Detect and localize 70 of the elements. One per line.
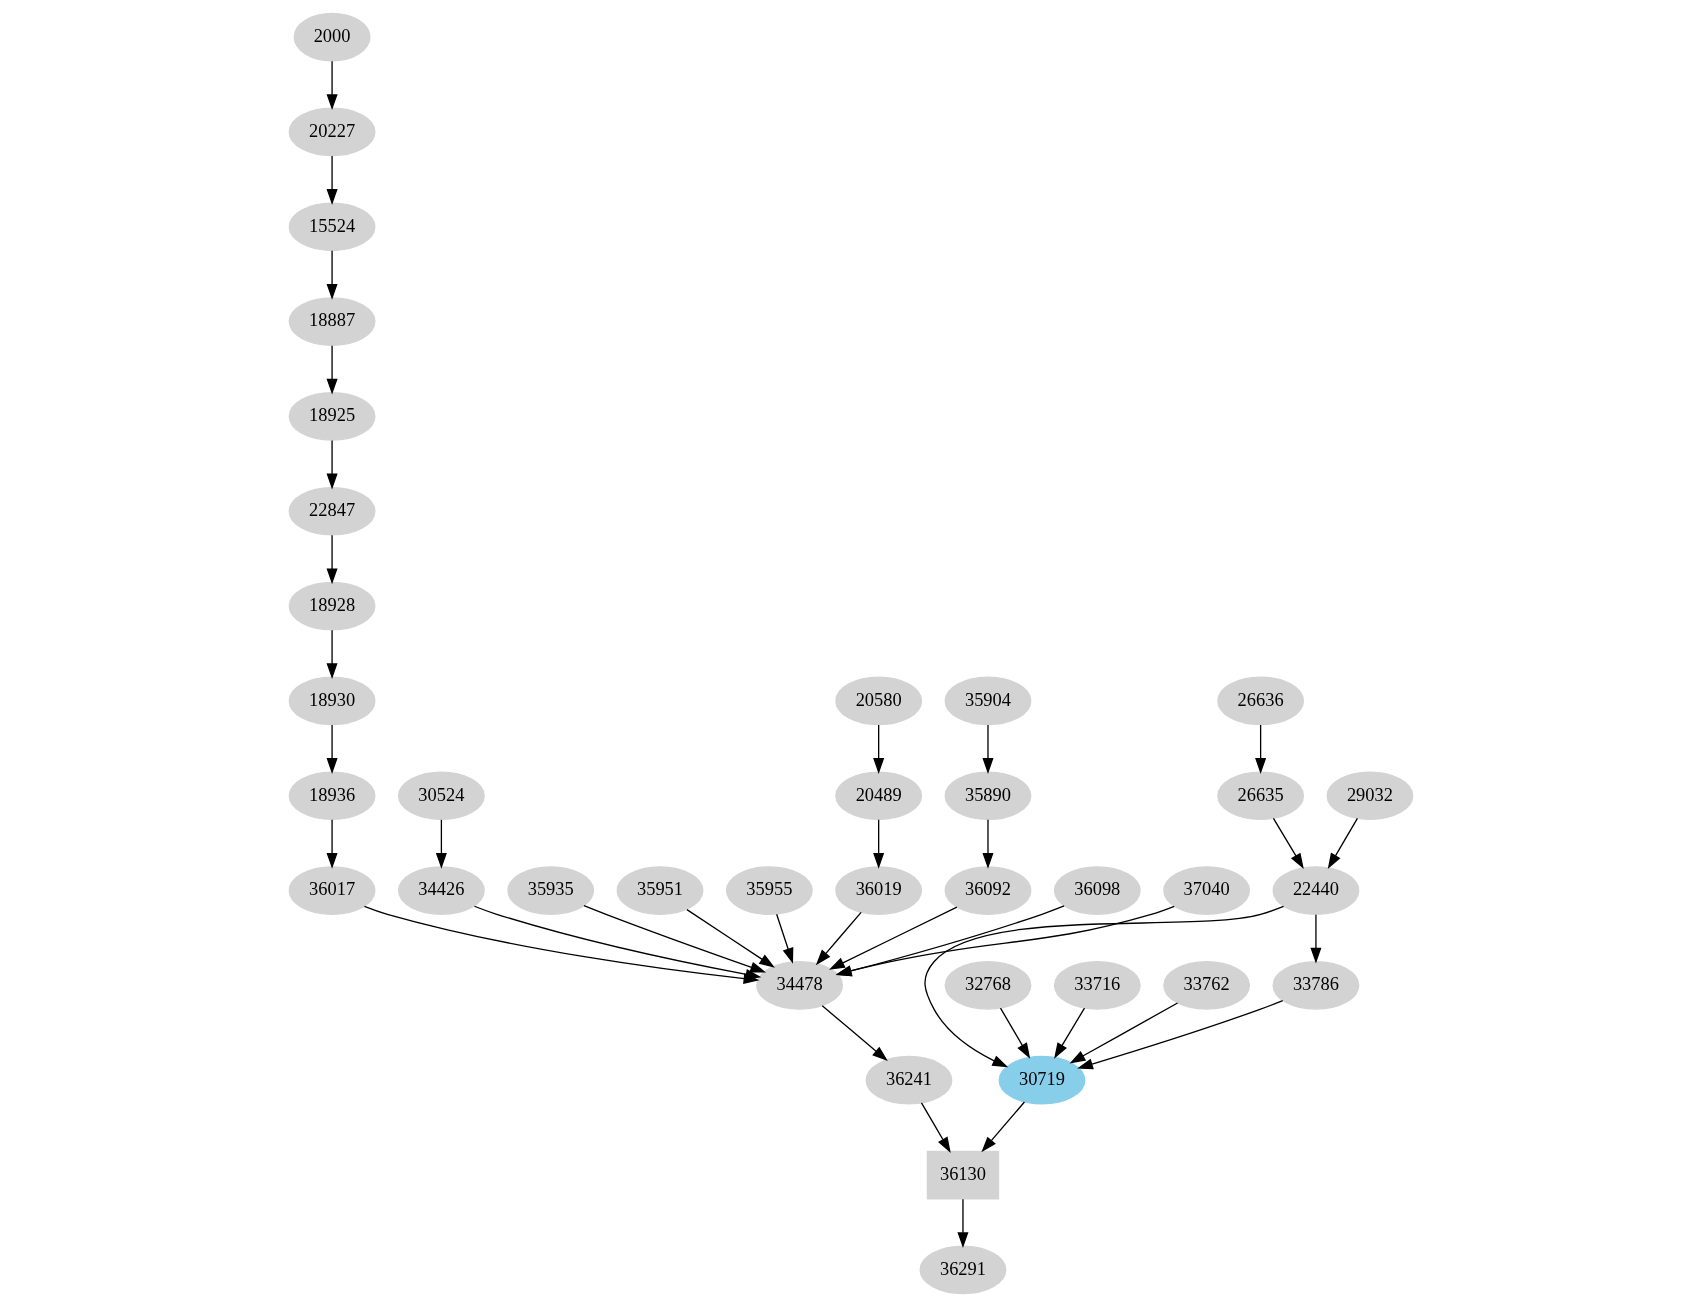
arrow (686, 909, 775, 968)
arrow (326, 345, 338, 395)
node-ellipse: 2000 (293, 12, 371, 62)
node-ellipse: 20489 (835, 771, 923, 821)
node-ellipse: 36019 (835, 866, 923, 915)
node-ellipse: 29032 (1326, 771, 1414, 821)
node-ellipse: 18887 (288, 297, 376, 346)
arrow (1255, 724, 1267, 774)
node-ellipse: 35935 (507, 866, 595, 915)
node-ellipse: 35955 (725, 866, 813, 915)
arrow (776, 913, 794, 964)
arrow (326, 155, 338, 205)
arrow (326, 629, 338, 680)
arrow (835, 905, 1065, 977)
arrow (924, 905, 1285, 1068)
arrow (835, 905, 1175, 977)
node-ellipse: 30719 (998, 1055, 1086, 1105)
arrow (815, 911, 862, 966)
node-box: 36130 (926, 1150, 1000, 1200)
arrow (920, 1102, 951, 1153)
node-ellipse: 18925 (288, 392, 376, 441)
node-ellipse: 33786 (1272, 961, 1360, 1010)
arrow (1272, 817, 1304, 870)
node-ellipse: 36092 (944, 866, 1032, 915)
arrow (982, 819, 994, 869)
node-ellipse: 36098 (1053, 866, 1141, 915)
node-ellipse: 33716 (1053, 961, 1141, 1010)
node-ellipse: 35951 (616, 866, 704, 915)
arrow (1054, 1007, 1086, 1059)
arrow (326, 534, 338, 585)
arrow (981, 1101, 1026, 1153)
arrow (982, 724, 994, 774)
arrow (1077, 999, 1284, 1070)
node-ellipse: 22440 (1272, 866, 1360, 915)
node-ellipse: 22847 (288, 486, 376, 536)
arrow (957, 1198, 969, 1249)
node-ellipse: 37040 (1163, 866, 1251, 915)
node-ellipse: 36291 (919, 1245, 1007, 1295)
arrow (829, 906, 958, 970)
arrow (435, 819, 447, 869)
node-ellipse: 36241 (865, 1055, 953, 1105)
node-ellipse: 35904 (944, 676, 1032, 726)
node-ellipse: 26635 (1217, 771, 1305, 821)
node-ellipse: 33762 (1163, 961, 1251, 1010)
node-ellipse: 26636 (1217, 676, 1305, 726)
arrow (1310, 914, 1322, 964)
arrow (1327, 817, 1359, 870)
node-ellipse: 34426 (397, 866, 485, 915)
arrow (873, 819, 885, 869)
node-ellipse: 35890 (944, 771, 1032, 821)
arrow (326, 250, 338, 300)
node-ellipse: 34478 (756, 961, 844, 1010)
node-ellipse: 18936 (288, 771, 376, 821)
node-ellipse: 32768 (944, 961, 1032, 1010)
arrow (821, 1005, 888, 1062)
node-ellipse: 36017 (288, 866, 376, 915)
arrow (999, 1007, 1031, 1059)
arrow (326, 439, 338, 490)
arrow (326, 819, 338, 869)
node-ellipse: 18928 (288, 581, 376, 631)
arrow (583, 904, 767, 973)
arrow (1069, 1002, 1179, 1064)
arrow (326, 724, 338, 774)
node-ellipse: 30524 (397, 771, 485, 821)
node-ellipse: 20227 (288, 107, 376, 157)
arrow (326, 60, 338, 111)
arrow (873, 724, 885, 774)
node-ellipse: 15524 (288, 202, 376, 252)
node-ellipse: 20580 (835, 676, 923, 726)
node-ellipse: 18930 (288, 676, 376, 726)
